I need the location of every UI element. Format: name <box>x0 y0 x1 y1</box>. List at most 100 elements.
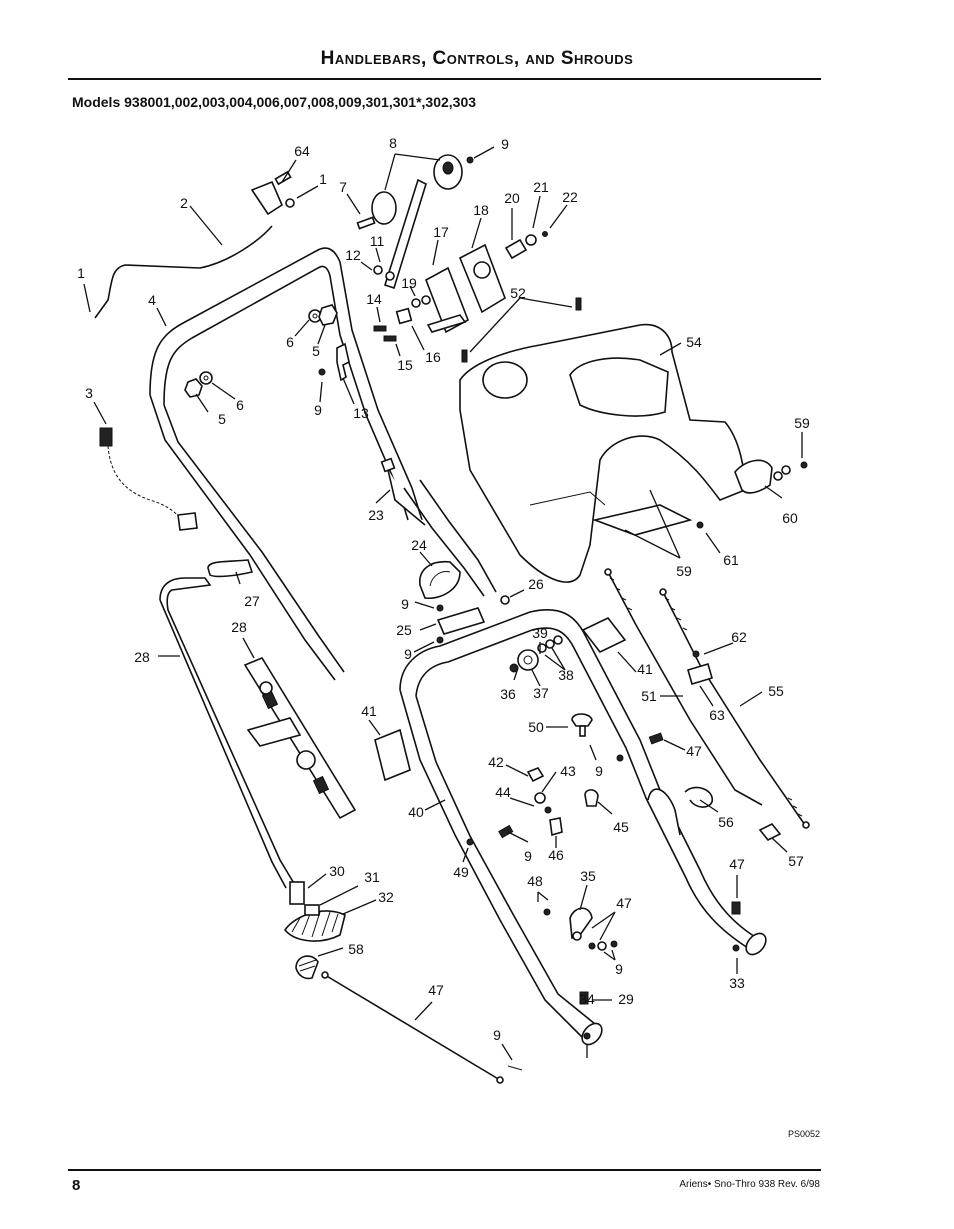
callout-7: 7 <box>339 179 347 195</box>
callout-58: 9 <box>615 961 623 977</box>
callout-9: 33 <box>729 975 745 991</box>
callout-46: 46 <box>548 847 564 863</box>
page-title: Handlebars, Controls, and Shrouds <box>320 48 634 69</box>
callout-51: 51 <box>641 688 657 704</box>
callout-19: 19 <box>401 275 417 291</box>
callout-55: 55 <box>768 683 784 699</box>
callout-5: 5 <box>312 343 320 359</box>
callout-31: 32 <box>378 889 394 905</box>
callout-50: 50 <box>528 719 544 735</box>
callout-5: 5 <box>218 411 226 427</box>
callout-48: 35 <box>580 868 596 884</box>
callout-47: 9 <box>524 848 532 864</box>
callout-21: 21 <box>533 179 549 195</box>
callout-9: 9 <box>314 402 322 418</box>
callout-59: 59 <box>676 563 692 579</box>
callout-45: 45 <box>613 819 629 835</box>
callout-14: 14 <box>366 291 382 307</box>
callout-11: 11 <box>370 233 385 249</box>
callout-33: 47 <box>428 982 444 998</box>
callout-59: 59 <box>794 415 810 431</box>
callout-61: 61 <box>723 552 739 568</box>
callout-2: 2 <box>180 195 188 211</box>
callout-54: 54 <box>686 334 702 350</box>
callout-27: 27 <box>244 593 260 609</box>
callout-56: 56 <box>718 814 734 830</box>
callout-18: 18 <box>473 202 489 218</box>
callout-4: 4 <box>148 292 156 308</box>
callout-47: 29 <box>618 991 634 1007</box>
callout-1: 1 <box>319 171 327 187</box>
callout-22: 22 <box>562 189 578 205</box>
callout-52: 52 <box>510 285 526 301</box>
callout-35: 47 <box>616 895 632 911</box>
callout-6: 6 <box>236 397 244 413</box>
callout-49: 48 <box>527 873 543 889</box>
callout-60: 60 <box>782 510 798 526</box>
models-heading: Models 938001,002,003,004,006,007,008,00… <box>72 94 477 110</box>
callout-29: 30 <box>329 863 345 879</box>
callout-32: 58 <box>348 941 364 957</box>
callout-40: 40 <box>408 804 424 820</box>
callout-41: 41 <box>361 703 377 719</box>
callout-28: 28 <box>231 619 247 635</box>
callout-39: 39 <box>532 625 548 641</box>
gear-assembly <box>284 881 346 980</box>
callout-47: 47 <box>729 856 745 872</box>
callout-6: 6 <box>286 334 294 350</box>
upper-handlebar <box>149 247 497 681</box>
chute-control-rod <box>94 170 295 319</box>
callout-38: 38 <box>558 667 574 683</box>
shroud <box>459 323 808 583</box>
callout-9: 9 <box>595 763 603 779</box>
callout-30: 31 <box>364 869 380 885</box>
page-number: 8 <box>72 1177 81 1194</box>
callout-36: 36 <box>500 686 516 702</box>
actuator-rod <box>380 457 510 644</box>
callout-42: 42 <box>488 754 504 770</box>
handlebar-hardware <box>184 304 350 398</box>
callout-17: 17 <box>433 224 449 240</box>
callout-64: 64 <box>294 143 310 159</box>
callout-8: 8 <box>389 135 397 151</box>
lower-hardware <box>466 635 741 1040</box>
callout-47: 47 <box>686 743 702 759</box>
callout-9: 9 <box>404 646 412 662</box>
switch-harness <box>99 427 198 531</box>
callout-26: 26 <box>528 576 544 592</box>
control-housing <box>373 231 582 363</box>
shift-rod <box>159 559 357 889</box>
callout-43: 43 <box>560 763 576 779</box>
callout-24: 24 <box>411 537 427 553</box>
callout-20: 20 <box>504 190 520 206</box>
footer-rule <box>68 1169 821 1171</box>
callout-41: 41 <box>637 661 653 677</box>
drive-rod <box>321 971 523 1084</box>
callout-labels: 64 1 2 1 4 3 6 5 6 5 8 9 7 11 12 14 19 1… <box>77 135 810 1043</box>
cables <box>604 568 810 842</box>
callout-13: 13 <box>353 405 369 421</box>
callout-62: 62 <box>731 629 747 645</box>
callout-47: 34 <box>579 991 595 1007</box>
callout-15: 15 <box>397 357 413 373</box>
title-rule <box>68 78 821 80</box>
callout-9: 9 <box>401 596 409 612</box>
callout-9: 9 <box>501 136 509 152</box>
callout-12: 12 <box>345 247 361 263</box>
lower-handlebar <box>374 608 767 1046</box>
callout-23: 23 <box>368 507 384 523</box>
control-bracket <box>356 154 474 290</box>
callout-25: 25 <box>396 622 412 638</box>
callout-1: 1 <box>77 265 85 281</box>
drawing-code: PS0052 <box>788 1129 821 1139</box>
callout-63: 63 <box>709 707 725 723</box>
callout-16: 16 <box>425 349 441 365</box>
footer-text: Ariens• Sno-Thro 938 Rev. 6/98 <box>679 1179 820 1190</box>
callout-37: 37 <box>533 685 549 701</box>
callout-3: 3 <box>85 385 93 401</box>
leader-lines <box>83 146 803 1061</box>
callout-9: 49 <box>453 864 469 880</box>
callout-34: 9 <box>493 1027 501 1043</box>
callout-57: 57 <box>788 853 804 869</box>
